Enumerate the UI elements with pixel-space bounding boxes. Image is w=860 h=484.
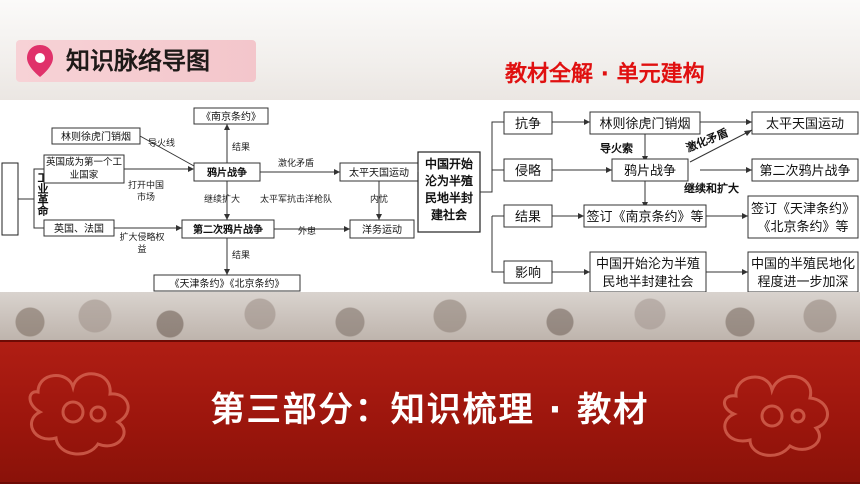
node-opium-war: 鸦片战争 bbox=[207, 166, 247, 179]
right-node-beijing: 《北京条约》等 bbox=[757, 219, 848, 235]
label-result-1: 结果 bbox=[232, 141, 250, 153]
section-banner bbox=[0, 340, 860, 484]
label-internal: 内忧 bbox=[370, 193, 388, 205]
right-node-second-war: 第二次鸦片战争 bbox=[759, 163, 850, 179]
category-struggle: 抗争 bbox=[515, 117, 541, 132]
category-impact: 影响 bbox=[515, 265, 541, 281]
right-impact-1-line1: 中国开始沦为半殖 bbox=[596, 256, 700, 272]
label-result-2: 结果 bbox=[232, 249, 250, 261]
right-map: 抗争 侵略 结果 影响 林则徐虎门销烟 太平天国运动 鸦片战争 第二次鸦片战争 … bbox=[480, 111, 859, 292]
node-second-war: 第二次鸦片战争 bbox=[193, 223, 263, 236]
right-label-fuse: 导火索 bbox=[600, 141, 633, 155]
right-label-continue: 继续和扩大 bbox=[684, 181, 739, 195]
category-result: 结果 bbox=[515, 210, 541, 225]
node-lin-zexu: 林则徐虎门销烟 bbox=[61, 130, 131, 143]
right-node-opium-war: 鸦片战争 bbox=[624, 163, 676, 179]
right-impact-1-line2: 民地半封建社会 bbox=[602, 274, 693, 290]
page-subtitle: 教材全解 · 单元建构 bbox=[505, 62, 705, 87]
label-fuse: 导火线 bbox=[148, 137, 175, 149]
category-invasion: 侵略 bbox=[515, 163, 541, 179]
node-china-semi: 中国开始沦为半殖民地半封建社会 bbox=[424, 157, 473, 222]
section-tag-label: 知识脉络导图 bbox=[66, 47, 210, 75]
right-impact-2-line1: 中国的半殖民地化 bbox=[751, 256, 855, 272]
label-open-market: 打开中国市场 bbox=[127, 181, 164, 203]
label-expand: 继续扩大 bbox=[204, 193, 240, 205]
node-yangwu: 洋务运动 bbox=[362, 223, 402, 236]
right-impact-2-line2: 程度进一步加深 bbox=[757, 274, 848, 290]
right-node-nanjing: 签订《南京条约》等 bbox=[586, 209, 703, 225]
label-taiping-army: 太平军抗击洋枪队 bbox=[260, 193, 332, 205]
right-node-lin-zexu: 林则徐虎门销烟 bbox=[599, 117, 690, 132]
background-crowd bbox=[0, 292, 860, 340]
node-tianjin-beijing: 《天津条约》《北京条约》 bbox=[170, 277, 285, 290]
node-taiping: 太平天国运动 bbox=[349, 166, 409, 179]
right-node-tianjin: 签订《天津条约》 bbox=[751, 201, 855, 217]
node-nanjing-treaty: 《南京条约》 bbox=[201, 110, 261, 123]
location-pin-icon bbox=[27, 45, 53, 77]
label-intensify: 激化矛盾 bbox=[278, 157, 314, 169]
mind-map: 工业革命 英国成为第一个工业国家 英国、法国 林则徐虎门销烟 《南京条约》 鸦片… bbox=[0, 100, 860, 292]
label-rights: 扩大侵略权益 bbox=[119, 233, 165, 255]
cloud-ornament-right bbox=[723, 374, 829, 457]
section-tag bbox=[16, 40, 256, 82]
label-external: 外患 bbox=[298, 225, 316, 237]
node-britain-france: 英国、法国 bbox=[54, 222, 104, 235]
banner-title: 第三部分：知识梳理 · 教材 bbox=[210, 390, 650, 430]
cloud-ornament-left bbox=[28, 372, 130, 456]
right-node-taiping: 太平天国运动 bbox=[766, 117, 844, 132]
node-britain: 英国成为第一个工业国家 bbox=[45, 157, 122, 181]
